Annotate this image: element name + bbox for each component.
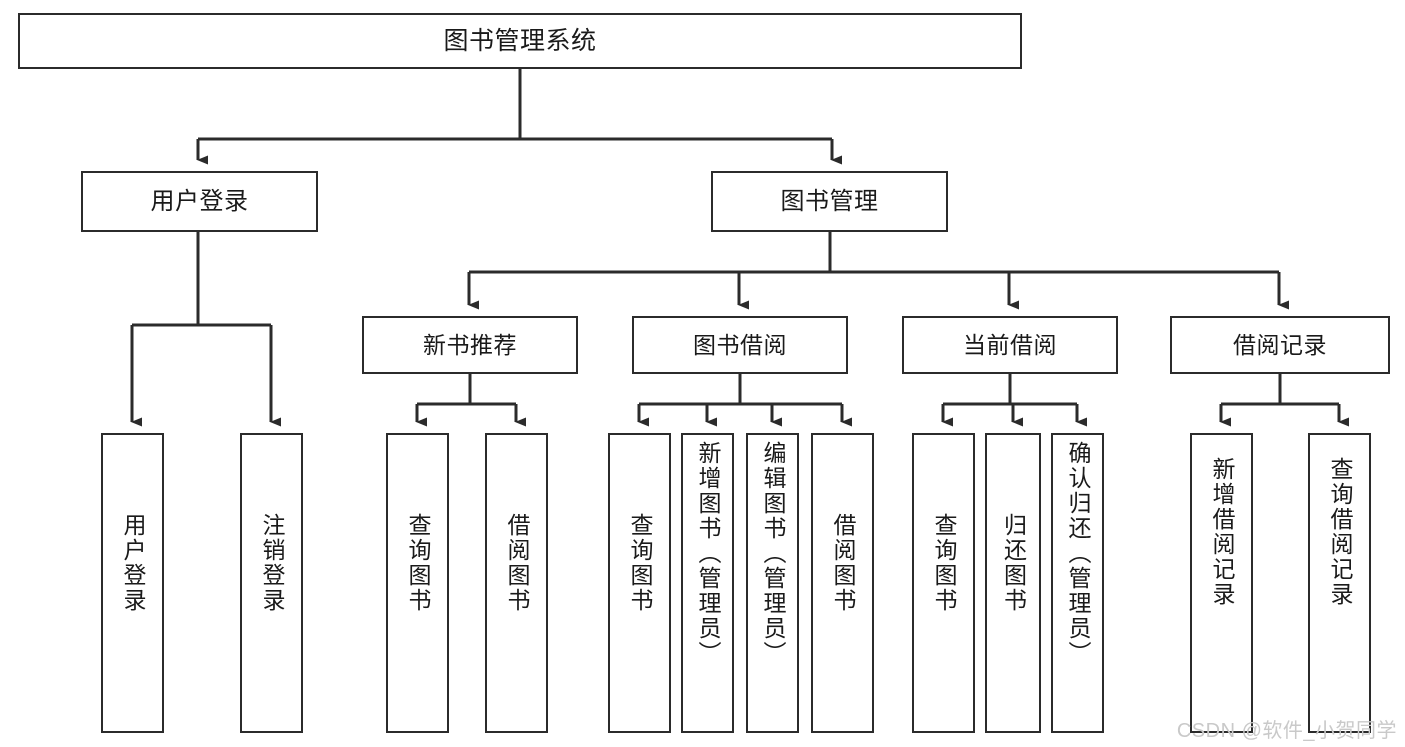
- leaf-user-login-label: 用户登录: [120, 513, 146, 613]
- leaf-confirm-return-admin[interactable]: 确认归还（管理员）: [1051, 433, 1104, 733]
- node-current-borrow-label: 当前借阅: [963, 331, 1057, 358]
- node-new-book-recommend-label: 新书推荐: [423, 331, 517, 358]
- leaf-query-book-recommend-label: 查询图书: [405, 513, 431, 613]
- leaf-query-book-borrow-label: 查询图书: [627, 513, 653, 613]
- leaf-return-book[interactable]: 归还图书: [985, 433, 1041, 733]
- leaf-add-borrow-record[interactable]: 新增借阅记录: [1190, 433, 1253, 733]
- leaf-edit-book-admin[interactable]: 编辑图书（管理员）: [746, 433, 799, 733]
- leaf-query-book-borrow[interactable]: 查询图书: [608, 433, 671, 733]
- node-new-book-recommend[interactable]: 新书推荐: [362, 316, 578, 374]
- leaf-add-borrow-record-label: 新增借阅记录: [1209, 457, 1235, 607]
- leaf-user-login[interactable]: 用户登录: [101, 433, 164, 733]
- leaf-borrow-book-label: 借阅图书: [830, 513, 856, 613]
- leaf-borrow-book-recommend-label: 借阅图书: [504, 513, 530, 613]
- leaf-borrow-book-recommend[interactable]: 借阅图书: [485, 433, 548, 733]
- leaf-query-book-recommend[interactable]: 查询图书: [386, 433, 449, 733]
- node-borrow-record[interactable]: 借阅记录: [1170, 316, 1390, 374]
- leaf-query-book-current[interactable]: 查询图书: [912, 433, 975, 733]
- leaf-query-borrow-record-label: 查询借阅记录: [1327, 457, 1353, 607]
- node-book-management-label: 图书管理: [780, 187, 879, 215]
- leaf-logout-label: 注销登录: [259, 513, 285, 613]
- node-book-management[interactable]: 图书管理: [711, 171, 948, 232]
- csdn-watermark: CSDN @软件_小贺同学: [1176, 720, 1397, 742]
- node-root[interactable]: 图书管理系统: [18, 13, 1022, 69]
- node-user-login[interactable]: 用户登录: [81, 171, 318, 232]
- node-borrow-record-label: 借阅记录: [1233, 331, 1327, 358]
- leaf-return-book-label: 归还图书: [1000, 513, 1027, 613]
- node-book-borrow-label: 图书借阅: [693, 331, 787, 358]
- leaf-borrow-book[interactable]: 借阅图书: [811, 433, 874, 733]
- leaf-query-book-current-label: 查询图书: [931, 513, 957, 613]
- leaf-add-book-admin[interactable]: 新增图书（管理员）: [681, 433, 734, 733]
- node-root-label: 图书管理系统: [443, 26, 597, 55]
- node-current-borrow[interactable]: 当前借阅: [902, 316, 1118, 374]
- node-book-borrow[interactable]: 图书借阅: [632, 316, 848, 374]
- node-user-login-label: 用户登录: [150, 187, 249, 215]
- leaf-confirm-return-admin-label: 确认归还（管理员）: [1065, 441, 1091, 666]
- leaf-query-borrow-record[interactable]: 查询借阅记录: [1308, 433, 1371, 733]
- leaf-add-book-admin-label: 新增图书（管理员）: [695, 441, 721, 666]
- leaf-logout[interactable]: 注销登录: [240, 433, 303, 733]
- leaf-edit-book-admin-label: 编辑图书（管理员）: [760, 441, 786, 666]
